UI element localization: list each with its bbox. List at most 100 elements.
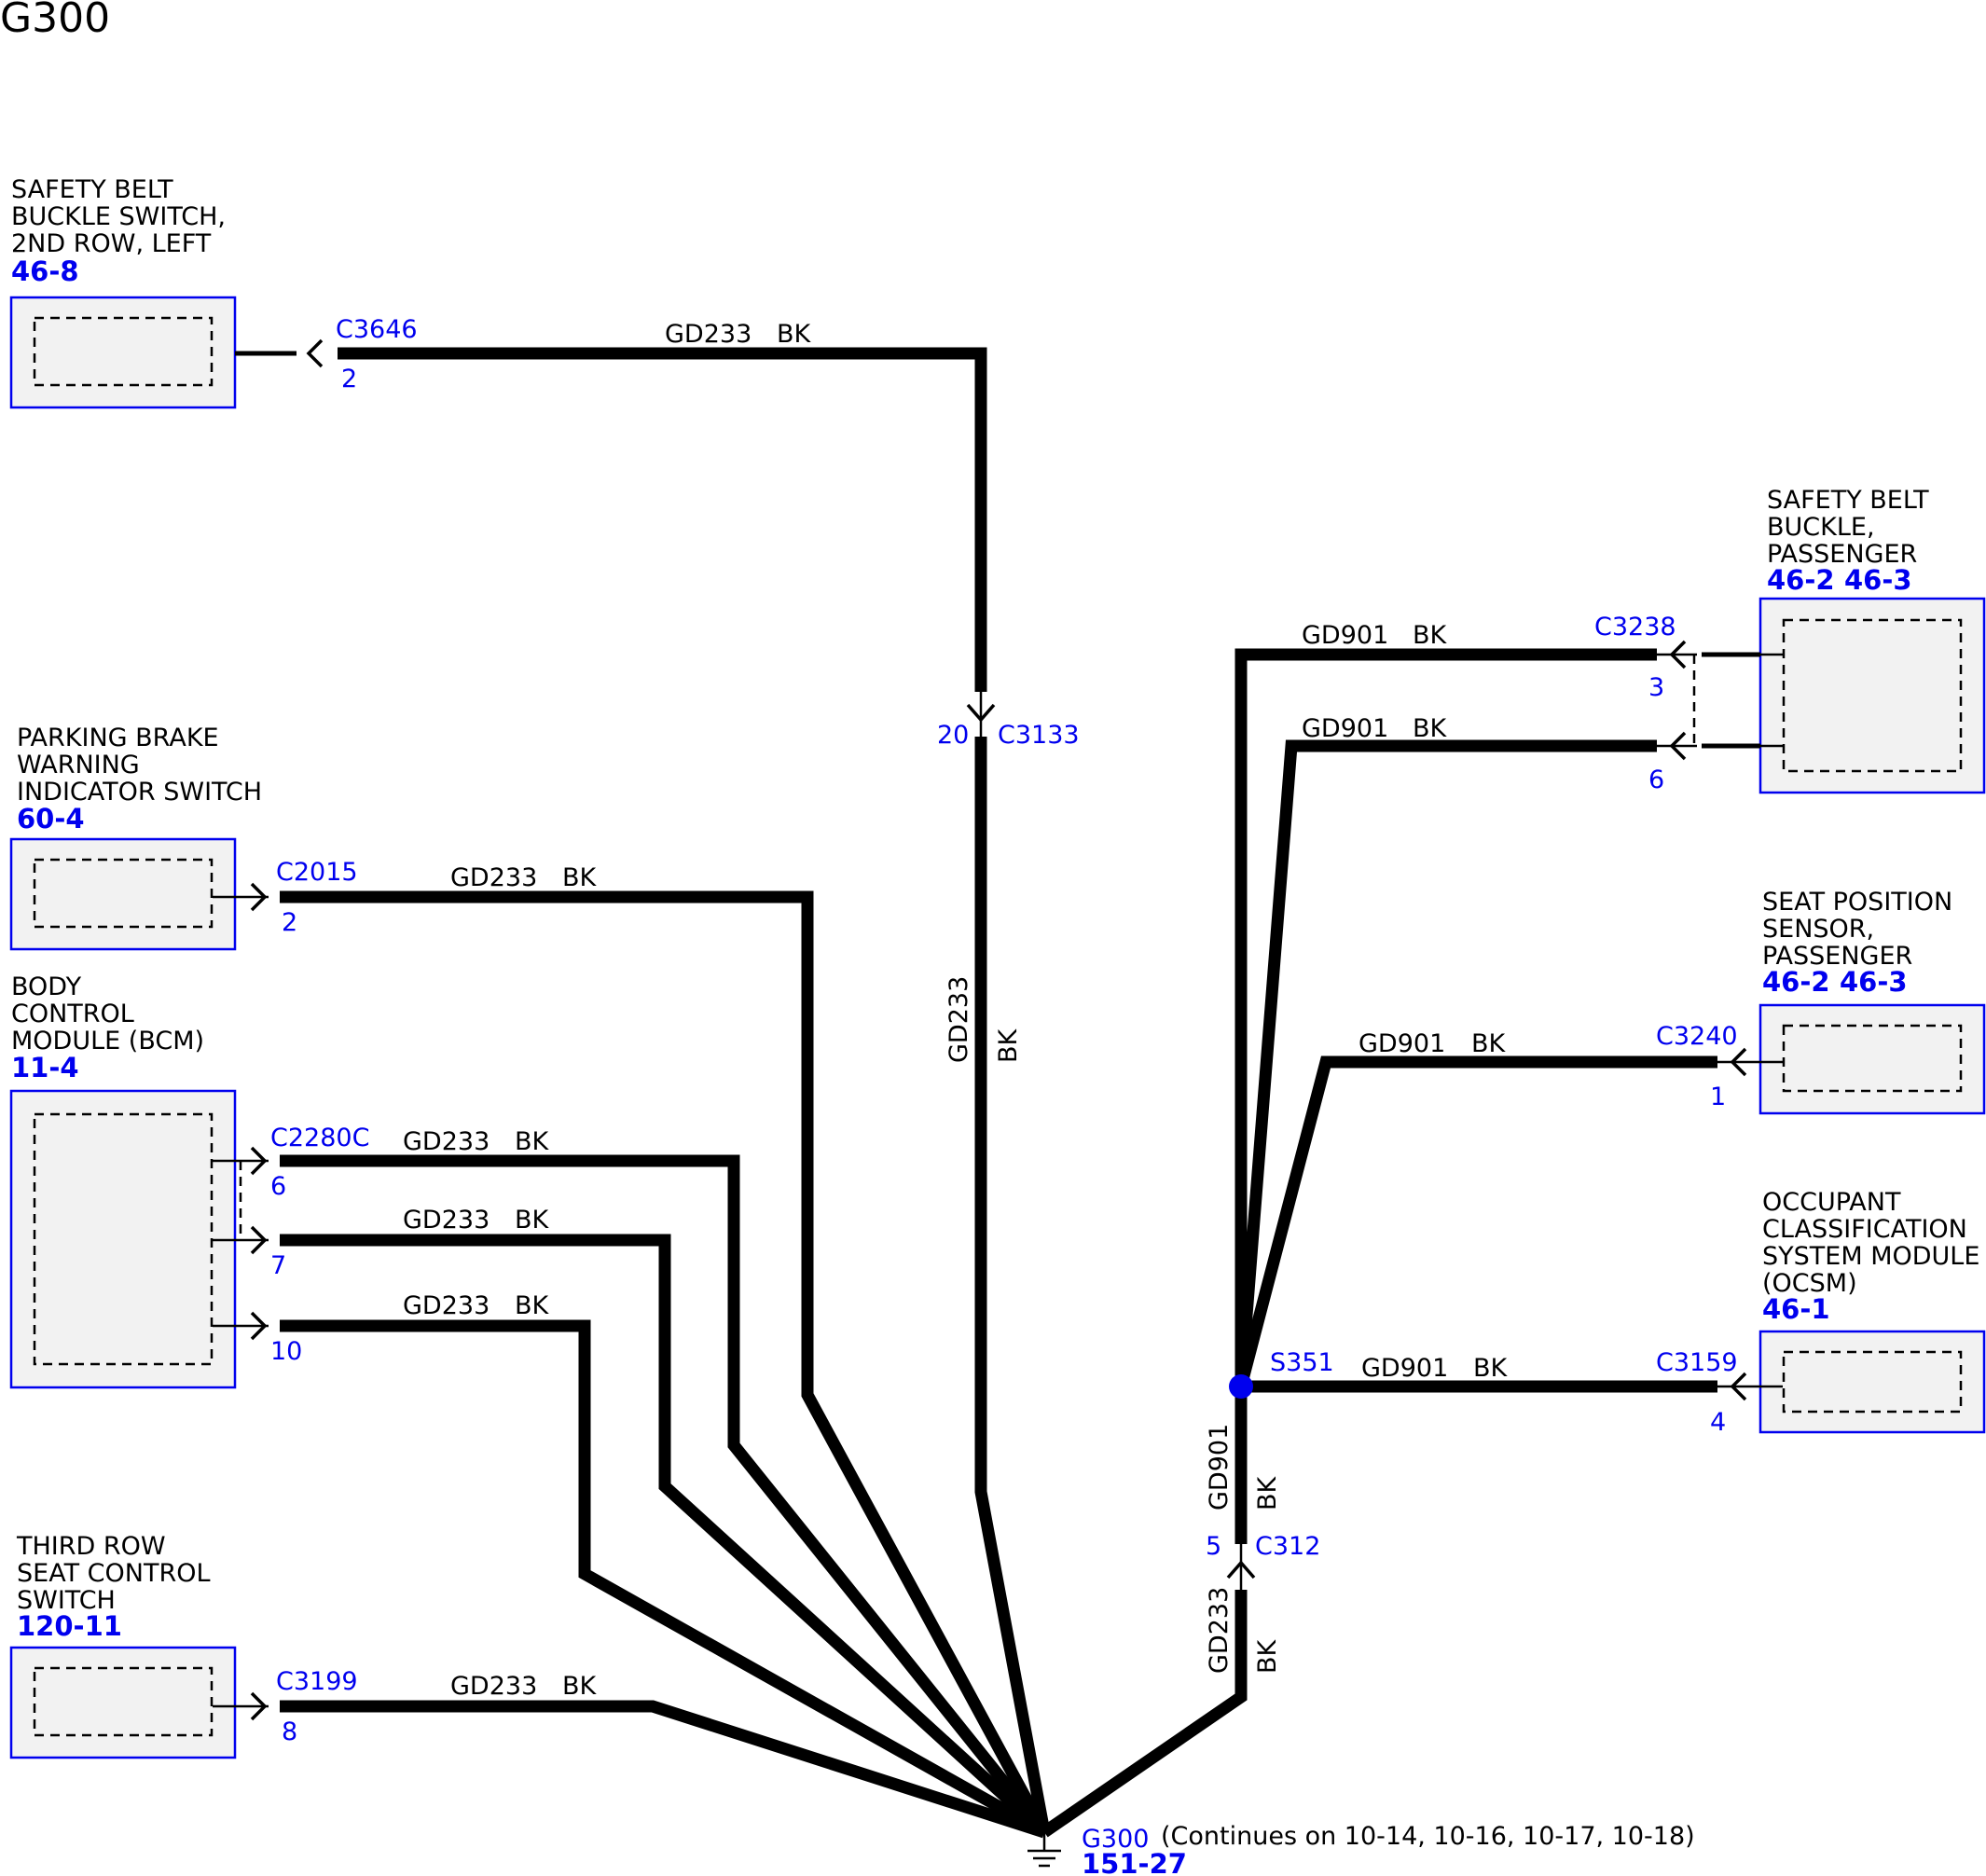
component-label: SAFETY BELT <box>1767 486 1929 515</box>
component-label: PARKING BRAKE <box>17 724 219 752</box>
wire-color-label: BK <box>515 1206 550 1235</box>
wire-circuit-label: GD233 <box>945 976 973 1063</box>
connector-arrow-icon <box>1669 640 1687 761</box>
connector-c3240[interactable]: C3240 <box>1656 1022 1738 1051</box>
wire-color-label: BK <box>1253 1638 1282 1674</box>
connector-c312[interactable]: C312 <box>1255 1532 1320 1561</box>
wire-circuit-label: GD901 <box>1205 1424 1234 1510</box>
component-ref-link[interactable]: 46-8 <box>11 255 79 287</box>
component-label: SAFETY BELT <box>11 175 173 204</box>
component-safety-belt-buckle-passenger[interactable]: SAFETY BELT BUCKLE, PASSENGER 46-2 46-3 <box>1758 486 1986 794</box>
component-seat-position-sensor[interactable]: SEAT POSITION SENSOR, PASSENGER 46-2 46-… <box>1758 888 1986 1115</box>
ground-g300-label[interactable]: G300 <box>1082 1825 1149 1854</box>
ground-ref-link[interactable]: 151-27 <box>1082 1848 1187 1876</box>
component-label: OCCUPANT <box>1762 1188 1901 1217</box>
connector-c3133[interactable]: C3133 <box>998 721 1080 750</box>
wires <box>280 347 1717 1839</box>
connector-arrow-icon <box>1730 1372 1747 1401</box>
ground-g300-icon <box>1027 1832 1061 1868</box>
pin-number: 2 <box>341 365 357 393</box>
wire-gd233-c2280c-6 <box>280 1154 1050 1837</box>
wire-color-label: BK <box>1413 621 1448 650</box>
wire-circuit-label: GD901 <box>1302 621 1388 650</box>
wire-color-label: BK <box>1473 1354 1509 1383</box>
wire-circuit-label: GD233 <box>450 863 537 892</box>
wire-circuit-label: GD233 <box>450 1672 537 1701</box>
component-ref-link[interactable]: 46-3 <box>1840 966 1908 998</box>
component-label: SYSTEM MODULE <box>1762 1242 1979 1271</box>
component-ref-link[interactable]: 46-2 <box>1767 564 1835 596</box>
component-label: SWITCH <box>17 1586 116 1615</box>
wire-gd901-c3240 <box>1234 1055 1717 1388</box>
component-ref-link[interactable]: 120-11 <box>17 1610 122 1642</box>
splice-s351-label[interactable]: S351 <box>1270 1348 1334 1377</box>
ground-continues-note: (Continues on 10-14, 10-16, 10-17, 10-18… <box>1161 1822 1695 1851</box>
wire-gd233-c2015 <box>280 890 1050 1836</box>
component-label: 2ND ROW, LEFT <box>11 229 212 258</box>
connector-c3159[interactable]: C3159 <box>1656 1348 1738 1377</box>
wire-gd901-c3238-3 <box>1234 648 1657 1386</box>
connector-c2015[interactable]: C2015 <box>276 858 358 887</box>
component-label: BUCKLE SWITCH, <box>11 202 226 231</box>
diagram-title: G300 <box>0 0 110 42</box>
component-label: PASSENGER <box>1767 540 1917 569</box>
wire-color-label: BK <box>1471 1029 1507 1058</box>
component-ref-link[interactable]: 46-3 <box>1844 564 1912 596</box>
component-body-control-module[interactable]: BODY CONTROL MODULE (BCM) 11-4 <box>9 972 237 1389</box>
pin-number: 20 <box>937 721 969 750</box>
wire-circuit-label: GD233 <box>403 1127 490 1156</box>
wire-circuit-label: GD901 <box>1361 1354 1448 1383</box>
pin-number: 6 <box>1648 766 1664 794</box>
component-ref-link[interactable]: 46-1 <box>1762 1293 1830 1325</box>
component-ocsm[interactable]: OCCUPANT CLASSIFICATION SYSTEM MODULE (O… <box>1758 1188 1986 1434</box>
connector-c2280c[interactable]: C2280C <box>270 1124 369 1152</box>
wire-color-label: BK <box>562 863 598 892</box>
component-label: SEAT POSITION <box>1762 888 1952 917</box>
pin-number: 5 <box>1206 1532 1221 1561</box>
wire-gd233-c3133 <box>974 737 1051 1834</box>
connector-arrow-icon <box>250 1691 268 1721</box>
connector-c3646[interactable]: C3646 <box>336 315 418 344</box>
wire-color-label: BK <box>777 320 812 349</box>
wire-gd233-c312 <box>1041 1590 1248 1838</box>
component-label: INDICATOR SWITCH <box>17 778 262 807</box>
wire-circuit-label: GD233 <box>403 1206 490 1235</box>
pin-number: 6 <box>270 1172 286 1201</box>
wire-gd233-c2280c-7 <box>280 1234 1049 1837</box>
component-label: SENSOR, <box>1762 915 1874 944</box>
component-ref-link[interactable]: 11-4 <box>11 1052 79 1083</box>
wire-circuit-label: GD233 <box>665 320 752 349</box>
connector-c3199[interactable]: C3199 <box>276 1667 358 1696</box>
wire-circuit-label: GD233 <box>1205 1587 1234 1674</box>
component-ref-link[interactable]: 46-2 <box>1762 966 1830 998</box>
component-ref-link[interactable]: 60-4 <box>17 803 85 835</box>
pin-number: 7 <box>270 1251 286 1280</box>
splice-s351-dot[interactable] <box>1229 1374 1253 1399</box>
connector-arrow-icon <box>250 882 268 912</box>
component-safety-belt-2nd-row-left[interactable]: SAFETY BELT BUCKLE SWITCH, 2ND ROW, LEFT… <box>9 175 237 409</box>
connector-arrow-icon <box>306 338 324 368</box>
component-third-row-seat-switch[interactable]: THIRD ROW SEAT CONTROL SWITCH 120-11 <box>9 1532 237 1759</box>
component-parking-brake-switch[interactable]: PARKING BRAKE WARNING INDICATOR SWITCH 6… <box>9 724 262 951</box>
wire-circuit-label: GD233 <box>403 1291 490 1320</box>
connector-arrow-icon <box>250 1146 268 1341</box>
pin-number: 10 <box>270 1337 302 1366</box>
pin-number: 4 <box>1710 1408 1726 1437</box>
connector-arrow-icon <box>1730 1047 1747 1077</box>
wire-color-label: BK <box>994 1028 1023 1063</box>
component-label: BUCKLE, <box>1767 513 1875 542</box>
component-label: (OCSM) <box>1762 1269 1857 1298</box>
wire-color-label: BK <box>515 1127 550 1156</box>
wire-color-label: BK <box>562 1672 598 1701</box>
pin-number: 1 <box>1710 1083 1726 1111</box>
component-label: BODY <box>11 972 82 1001</box>
connector-c3238[interactable]: C3238 <box>1594 613 1676 641</box>
pin-number: 8 <box>282 1717 297 1746</box>
wire-circuit-label: GD901 <box>1358 1029 1445 1058</box>
pin-number: 3 <box>1648 673 1664 702</box>
component-label: MODULE (BCM) <box>11 1027 204 1055</box>
wire-color-label: BK <box>1413 714 1448 743</box>
component-label: PASSENGER <box>1762 942 1912 971</box>
component-label: SEAT CONTROL <box>17 1559 211 1588</box>
